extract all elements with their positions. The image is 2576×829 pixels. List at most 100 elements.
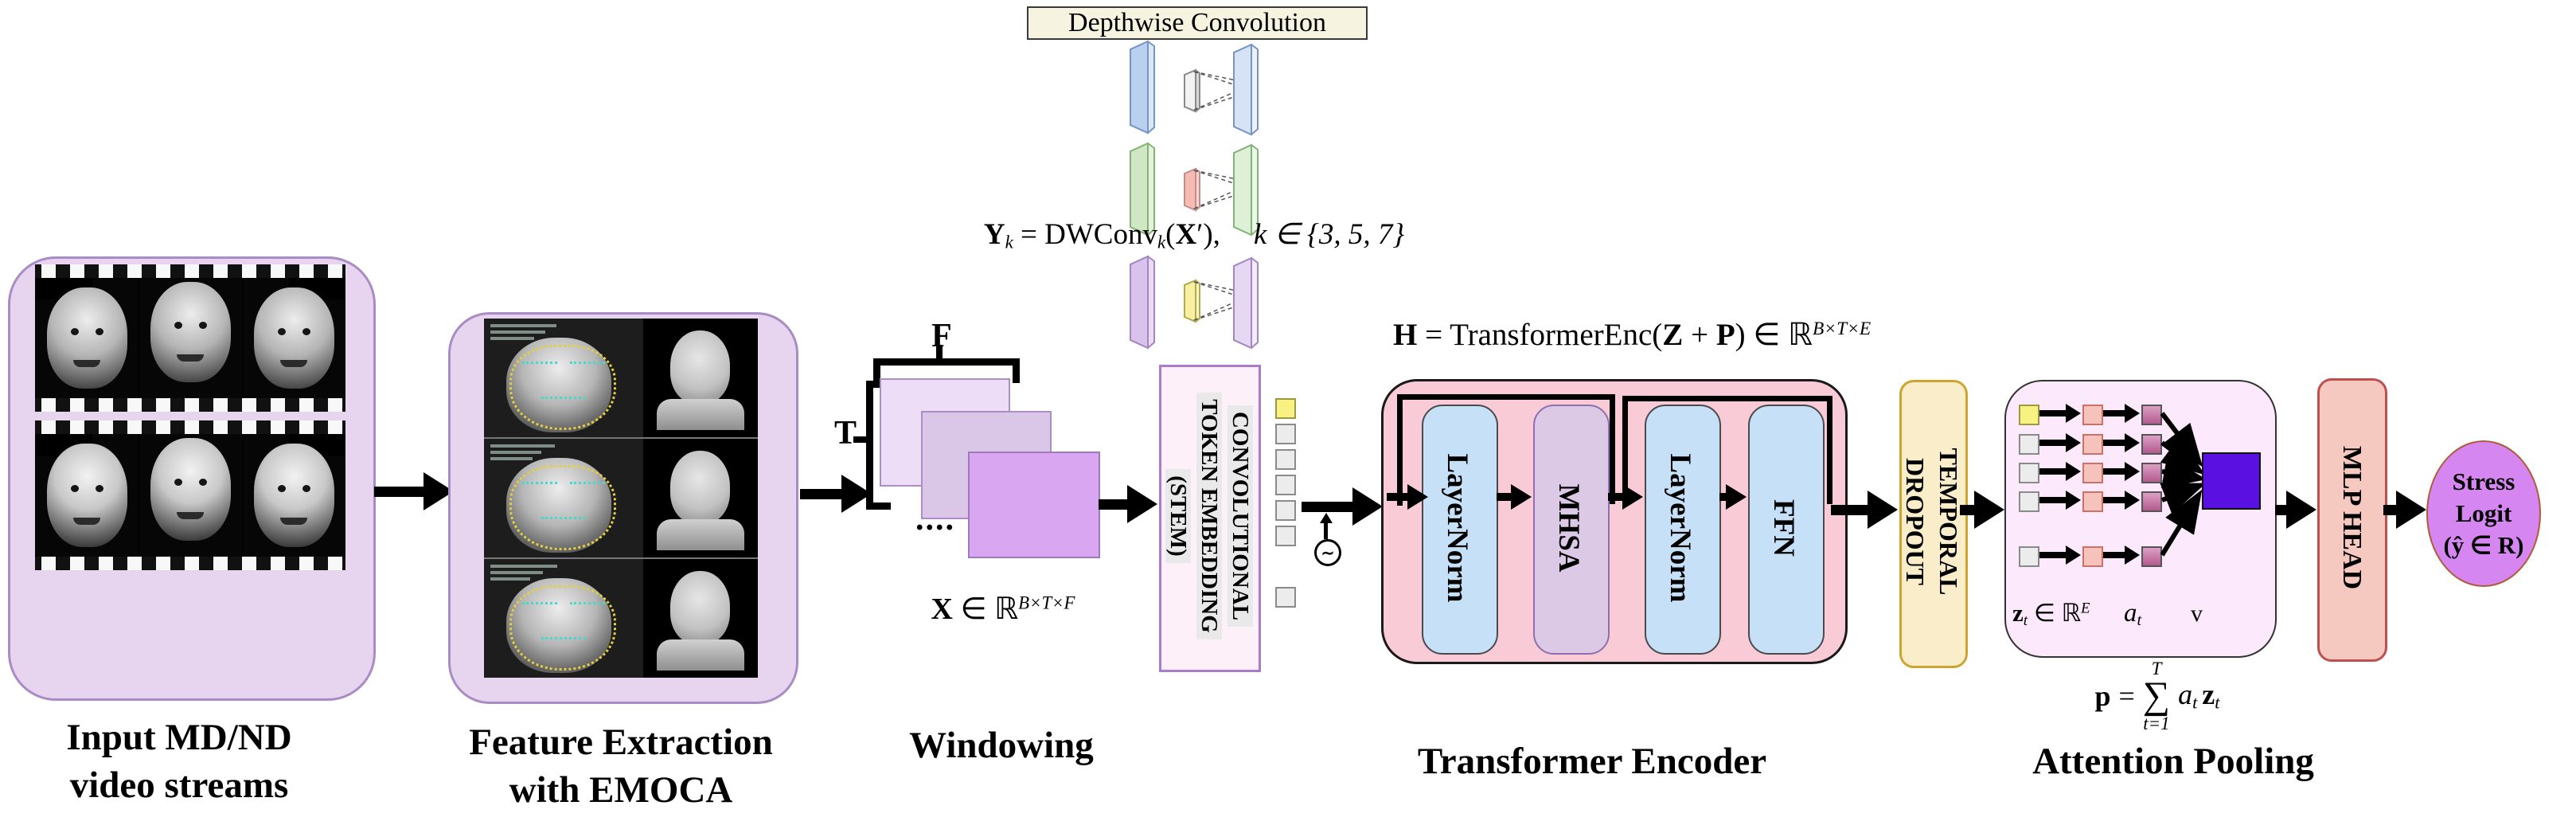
residual-skip-1 [1397,394,1615,400]
attn-z-square [2082,434,2103,455]
transformer-formula: H = TransformerEnc(Z + P) ∈ ℝB×T×E [1393,318,1872,352]
transformer-stage-label: Transformer Encoder [1417,741,1767,782]
face-mesh-render [642,319,758,437]
mlp-head-box [2317,378,2387,662]
residual-skip-2 [1622,396,1832,401]
t-bracket-stub [853,436,868,443]
attn-z-square [2082,405,2103,425]
film-perforation [35,264,345,278]
film-perforation [35,420,345,434]
stress-logit-ellipse: Stress Logit (ŷ ∈ R) [2426,440,2541,587]
arrow-tokens-to-transformer [1302,487,1383,526]
token-square [1275,526,1296,546]
residual-skip-1 [1610,394,1615,504]
windowing-stage-label: Windowing [909,725,1094,766]
video-frame [139,278,242,398]
arrow-into-layernorm1 [1387,484,1428,510]
film-perforation [35,557,345,570]
mlp-head-label: MLP HEAD [2337,445,2367,590]
token-square [1275,424,1296,444]
attn-row-arrow [2103,491,2140,510]
windowing-formula: X ∈ ℝB×T×F [931,592,1075,626]
arrow-ln2-to-ffn [1719,484,1747,510]
layernorm-1-label: LayerNorm [1441,453,1473,603]
f-bracket [873,358,1020,383]
arrow-mlp-to-output [2383,491,2426,529]
emoca-row [484,319,758,439]
token-square [1275,398,1296,419]
video-frame [35,278,139,398]
arrow-transformer-to-dropout [1831,491,1898,529]
arrow-emoca-to-windowing [800,475,872,513]
layernorm-2-box [1645,405,1721,655]
token-square [1275,475,1296,495]
arrow-ln1-to-mhsa [1497,484,1532,510]
attn-token [2019,491,2039,512]
attn-token [2019,405,2039,425]
temporal-dropout-label: TEMPORAL DROPOUT [1901,448,1963,596]
face-mesh-render [642,559,758,678]
positional-encoding-icon: ∼ [1314,539,1341,566]
ffn-box [1748,405,1825,655]
video-frame [35,434,139,557]
temporal-dropout-box [1899,380,1968,668]
arrow-windowing-to-stem [1099,485,1157,523]
pos-encoding-connector-head [1320,513,1333,523]
f-bracket-stub [936,346,943,360]
token-square [1275,587,1296,608]
mhsa-label: MHSA [1552,483,1585,573]
attention-stage-label: Attention Pooling [2032,741,2314,782]
arrow-dropout-to-attention [1960,491,2004,529]
attention-pooling-box [2004,380,2277,658]
attn-converge-arrows [2160,412,2207,557]
film-strip-md [35,264,345,412]
arrow-input-to-emoca [374,472,454,510]
attn-a-text: at [2124,599,2142,630]
film-strip-nd [35,420,345,570]
emoca-row [484,439,758,559]
arrow-mhsa-to-ln2 [1608,484,1643,510]
attn-z-square [2082,546,2103,567]
attn-token [2019,434,2039,455]
video-frame [242,434,345,557]
residual-skip-2 [1622,396,1628,504]
attn-weight-square [2141,546,2162,567]
pooled-vector-square [2202,452,2261,510]
input-stage-label: Input MD/ND video streams [66,717,292,806]
ffn-label: FFN [1767,499,1800,557]
token-square [1275,500,1296,521]
residual-skip-1 [1397,394,1403,506]
mhsa-box [1533,405,1610,655]
attn-row-arrow [2103,433,2140,452]
video-frame [242,278,345,398]
attn-row-arrow [2039,404,2081,423]
depthwise-title: Depthwise Convolution [1027,6,1368,40]
landmark-face [484,319,643,437]
landmark-face [484,559,643,678]
residual-skip-2 [1827,396,1832,504]
attn-row-arrow [2103,462,2140,481]
attn-z-text: zt ∈ ℝE [2012,599,2090,629]
landmark-face [484,439,643,557]
attn-row-arrow [2103,545,2140,565]
layernorm-2-label: LayerNorm [1664,453,1696,603]
layernorm-1-box [1422,405,1498,655]
attn-row-arrow [2039,433,2081,452]
emoca-frames [484,319,758,678]
attn-z-square [2082,491,2103,512]
attn-row-arrow [2039,462,2081,481]
attn-v-text: v [2191,600,2203,627]
t-dim-label: T [833,415,857,452]
window-frame-3 [968,452,1100,558]
stem-label: CONVOLUTIONAL TOKEN EMBEDDING (STEM) [1160,373,1255,659]
attn-z-square [2082,463,2103,483]
window-ellipsis: .... [915,501,955,538]
pos-encoding-connector [1324,522,1328,539]
depthwise-illustration [1130,40,1259,350]
video-frame [139,434,242,557]
emoca-stage-label: Feature Extraction with EMOCA [469,721,773,811]
t-bracket [866,381,891,510]
film-perforation [35,398,345,412]
face-mesh-render [642,439,758,557]
